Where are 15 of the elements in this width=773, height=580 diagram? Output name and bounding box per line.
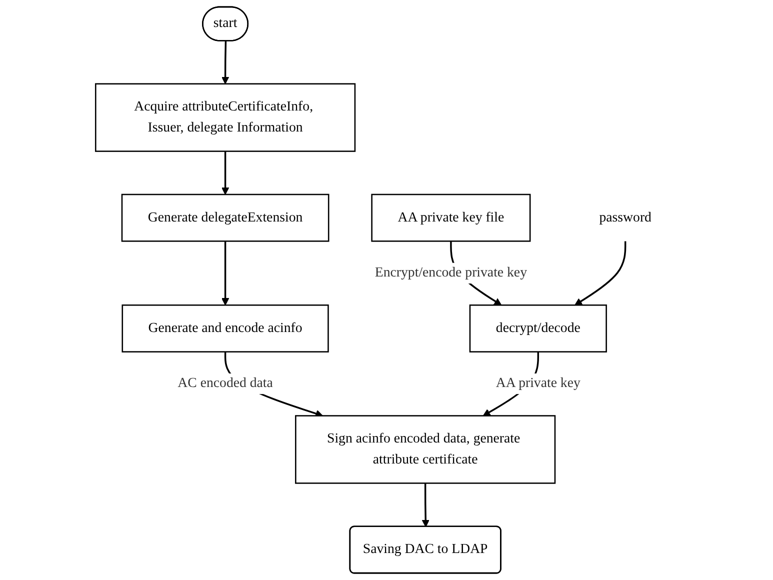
node-box: decrypt/decode xyxy=(469,304,607,352)
node-box: Generate delegateExtension xyxy=(121,194,330,242)
edge-label: Encrypt/encode private key xyxy=(374,265,527,280)
node-text: password xyxy=(599,210,652,225)
arrow xyxy=(574,241,626,306)
node-box: Generate and encode acinfo xyxy=(122,304,329,352)
arrow xyxy=(221,41,230,84)
arrow xyxy=(221,151,230,195)
node-box: Acquire attributeCertificateInfo, Issuer, delegate Information xyxy=(94,83,356,152)
edge-label: AA private key xyxy=(496,376,580,391)
arrow xyxy=(221,241,230,306)
arrow xyxy=(422,483,430,528)
node-box: Sign acinfo encoded data, generate attribute certificate xyxy=(295,415,556,484)
node-box: AA private key file xyxy=(371,194,531,242)
edge-label: AC encoded data xyxy=(178,376,273,391)
